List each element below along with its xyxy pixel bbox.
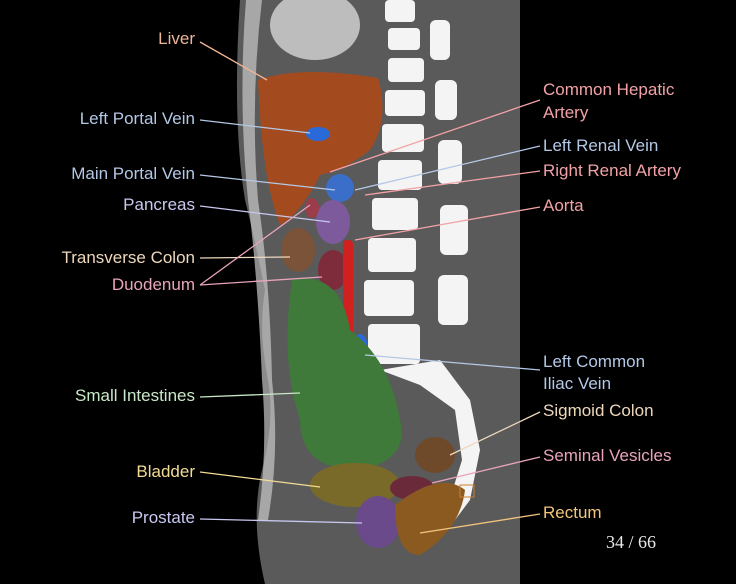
transverse-colon-region (281, 228, 315, 272)
leader-lines (199, 41, 541, 534)
label-prostate: Prostate (131, 508, 195, 527)
label-left-renal-vein: Left Renal Vein (543, 136, 659, 155)
sigmoid-colon-region (415, 437, 455, 473)
label-transverse-colon: Transverse Colon (61, 248, 195, 267)
rectum-region (395, 482, 465, 555)
label-bladder: Bladder (136, 462, 195, 481)
label-liver: Liver (158, 29, 195, 48)
label-left-portal-vein: Left Portal Vein (79, 109, 195, 128)
small-intestines-region (287, 278, 402, 470)
heart (270, 0, 360, 60)
label-common-hepatic-artery-line1: Common Hepatic (543, 80, 675, 99)
label-aorta: Aorta (543, 196, 584, 215)
label-right-renal-artery: Right Renal Artery (543, 161, 681, 180)
label-pancreas: Pancreas (123, 195, 195, 214)
duodenum-region (318, 250, 348, 290)
label-left-common-iliac-vein-line1: Left Common (543, 352, 646, 371)
label-small-intestines: Small Intestines (75, 386, 195, 405)
bladder-region (310, 463, 400, 507)
slice-counter: 34 / 66 (606, 532, 657, 552)
prostate-region (356, 496, 400, 548)
main-portal-vein-region (326, 174, 354, 202)
liver-region (258, 71, 383, 225)
label-left-common-iliac-vein-line2: Iliac Vein (543, 374, 612, 393)
left-portal-vein-region (306, 127, 330, 141)
label-rectum: Rectum (543, 503, 602, 522)
label-seminal-vesicles: Seminal Vesicles (543, 446, 672, 465)
label-sigmoid-colon: Sigmoid Colon (543, 401, 654, 420)
label-main-portal-vein: Main Portal Vein (71, 164, 195, 183)
marker-box (459, 484, 475, 498)
label-common-hepatic-artery-line2: Artery (543, 103, 589, 122)
label-duodenum: Duodenum (111, 275, 195, 294)
pancreas-region (316, 200, 350, 244)
